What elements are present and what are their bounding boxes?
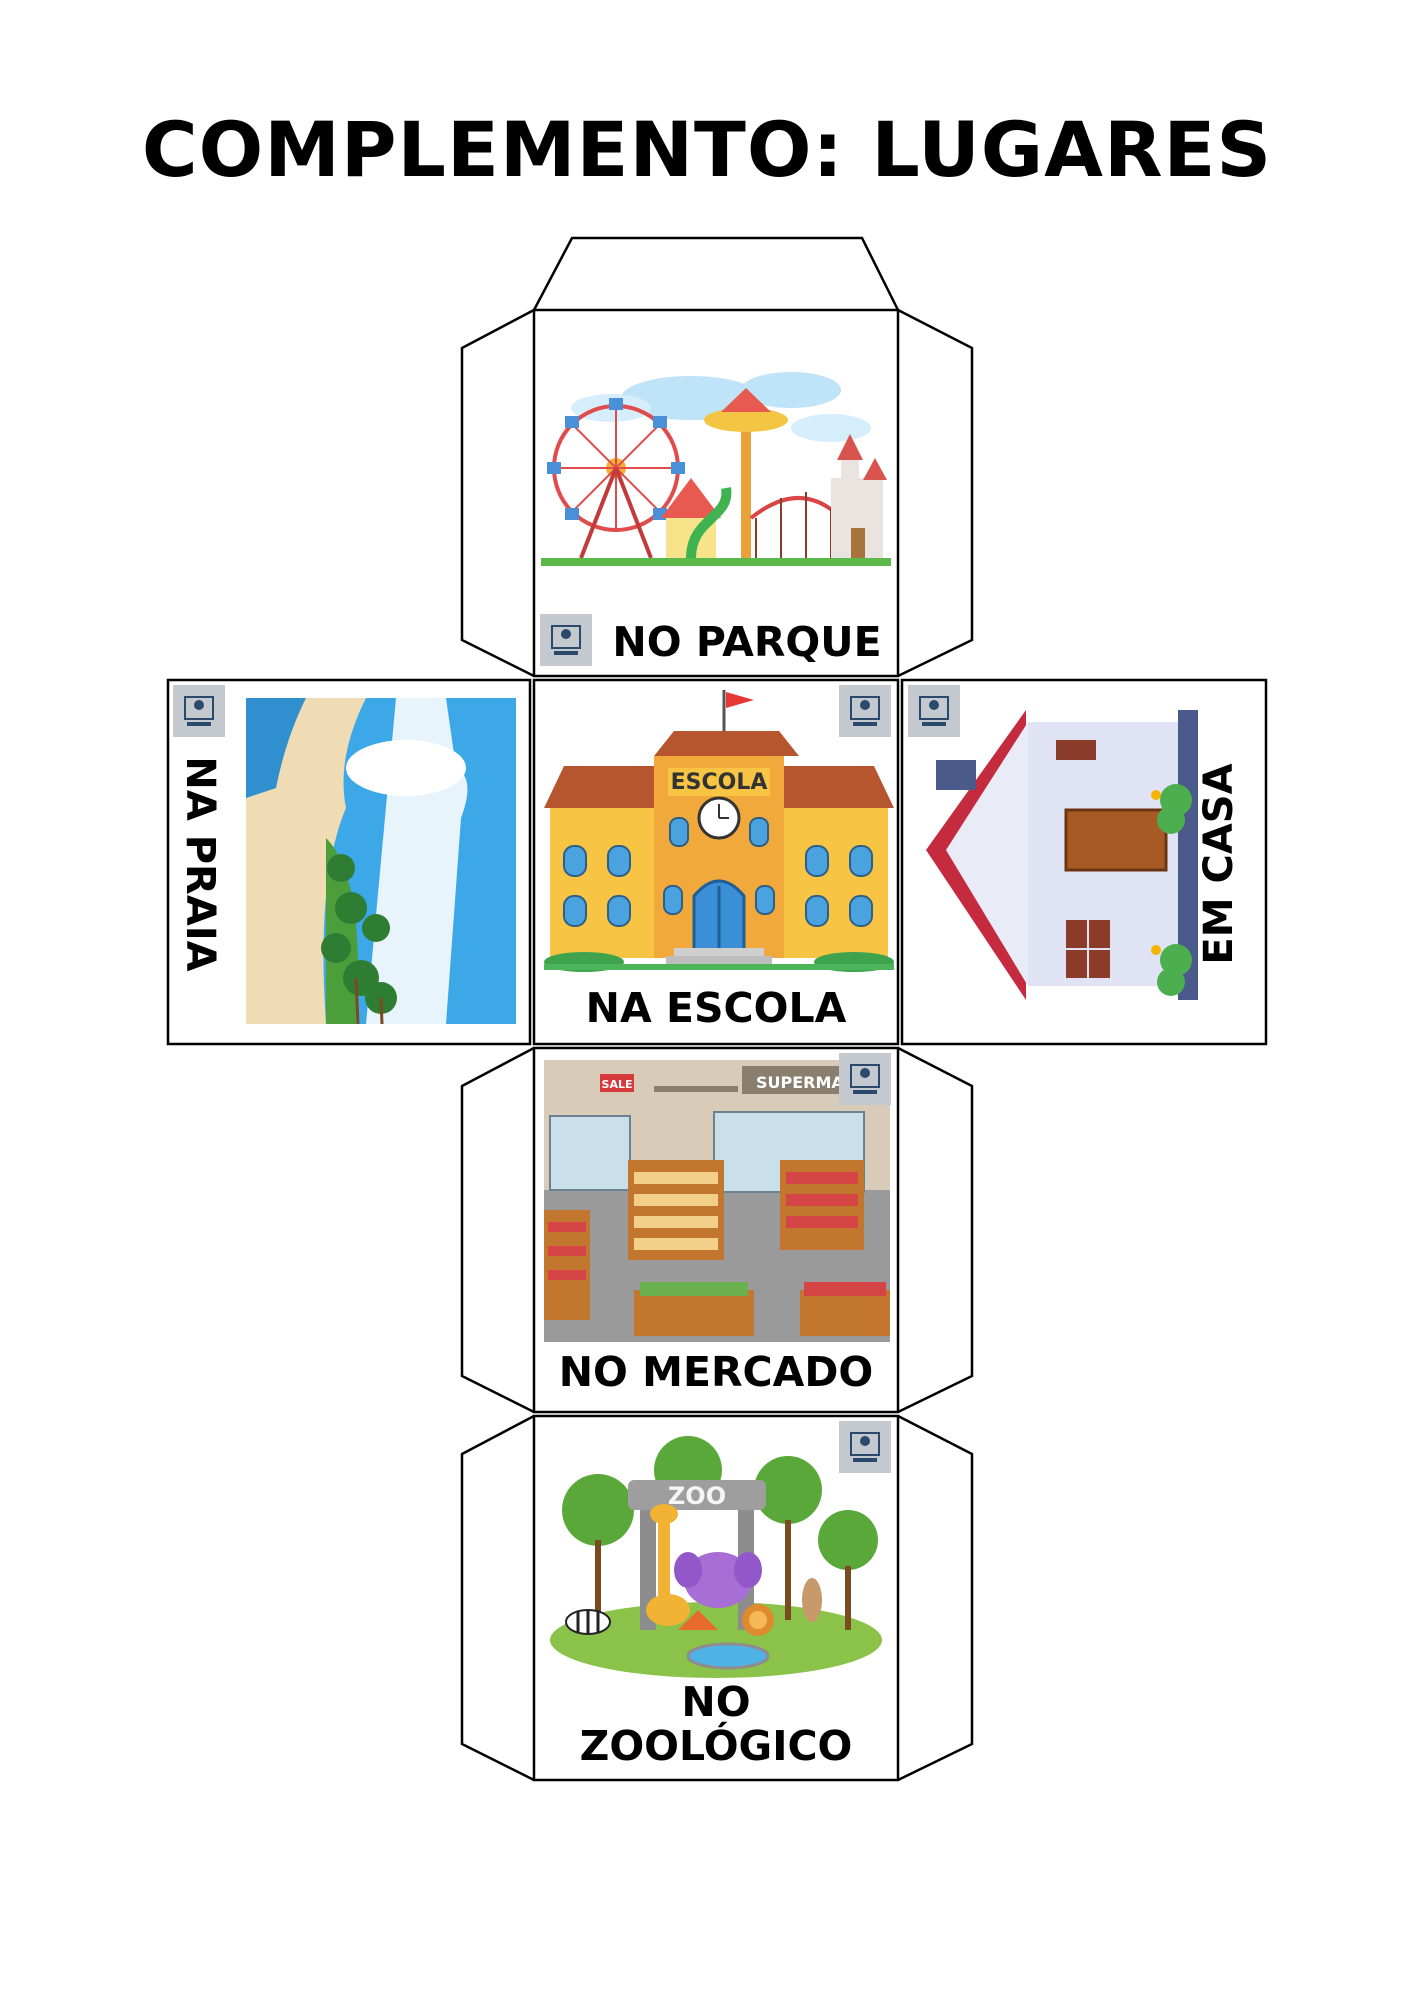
face-escola: ESCOLA NA ESCOLA — [536, 682, 896, 1042]
zoo-sign: ZOO — [668, 1482, 726, 1510]
face-praia: NA PRAIA — [170, 682, 528, 1042]
amusement-park-icon — [541, 372, 891, 566]
school-sign: ESCOLA — [671, 770, 768, 795]
face-mercado: SALE SUPERMARK NO MERCADO — [536, 1050, 896, 1410]
face-label: NO MERCADO — [558, 1348, 874, 1396]
zoo-icon: ZOO — [550, 1436, 882, 1678]
face-parque: NO PARQUE — [536, 312, 896, 674]
publisher-logo-icon — [839, 685, 891, 737]
sale-sign: SALE — [602, 1078, 633, 1091]
face-zoo: ZOO NO ZOOLÓGICO — [536, 1418, 896, 1778]
face-label: NO PARQUE — [612, 618, 882, 666]
publisher-logo-icon — [908, 685, 960, 737]
face-casa: EM CASA — [904, 682, 1264, 1042]
face-label: NA ESCOLA — [585, 984, 847, 1032]
face-label-line1: NO — [681, 1678, 751, 1726]
face-label: NA PRAIA — [177, 756, 223, 972]
publisher-logo-icon — [839, 1421, 891, 1473]
supermarket-icon: SALE SUPERMARK — [544, 1060, 890, 1342]
school-building-icon: ESCOLA — [544, 690, 894, 972]
beach-icon — [246, 698, 516, 1024]
publisher-logo-icon — [839, 1053, 891, 1105]
house-icon — [926, 710, 1198, 1000]
publisher-logo-icon — [540, 614, 592, 666]
page-title: COMPLEMENTO: LUGARES — [141, 105, 1273, 194]
face-label-line2: ZOOLÓGICO — [579, 1722, 853, 1770]
face-label: EM CASA — [1196, 763, 1242, 965]
publisher-logo-icon — [173, 685, 225, 737]
